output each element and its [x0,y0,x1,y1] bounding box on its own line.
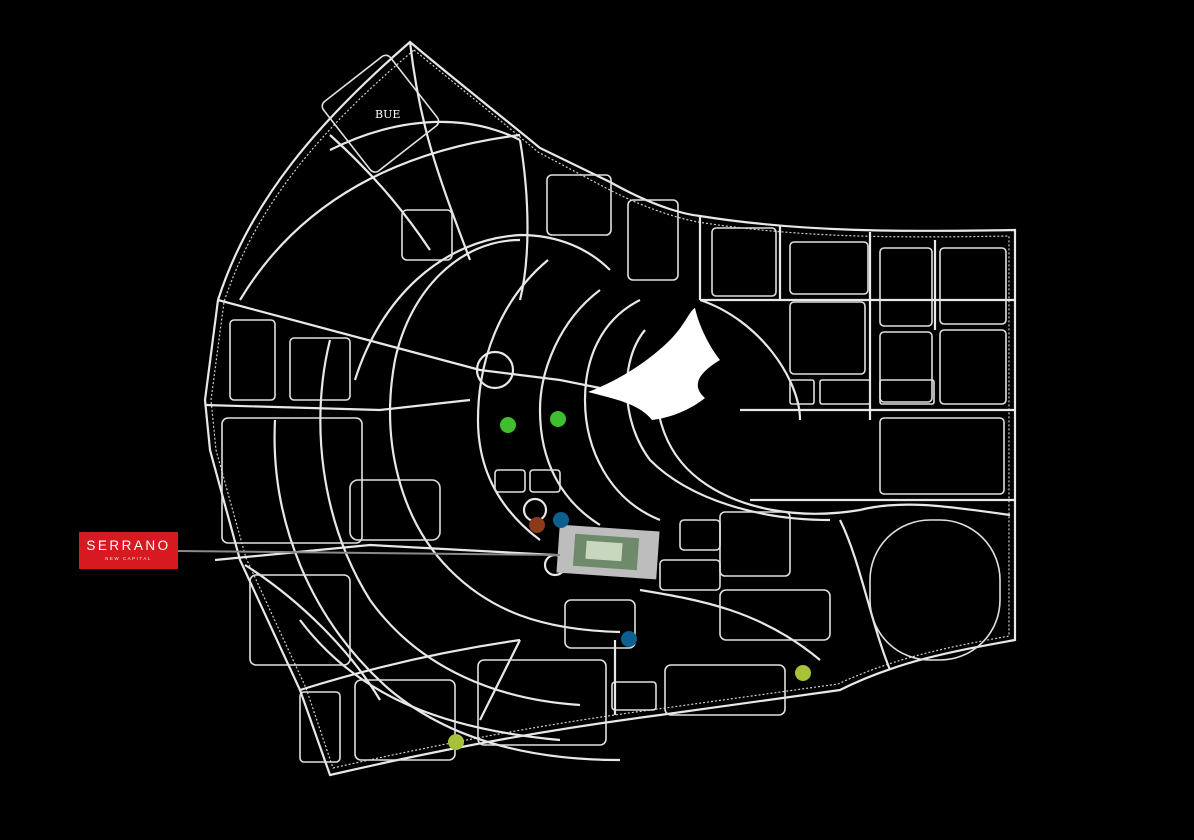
district-boundary [203,40,1017,777]
serrano-brand-label[interactable]: SERRANO NEW CAPITAL [79,532,178,569]
brown-poi-marker[interactable] [529,517,545,533]
plot-blocks [221,54,1007,763]
blue-poi-marker[interactable] [621,631,637,647]
brand-name: SERRANO [86,538,171,553]
central-landmark [588,308,720,420]
blue-poi-marker[interactable] [553,512,569,528]
green-poi-marker[interactable] [550,411,566,427]
brand-subtitle: NEW CAPITAL [105,556,152,561]
radial-roads [204,41,1015,721]
bue-label: BUE [375,108,400,121]
poi-markers [448,411,811,750]
serrano-project-plot [556,524,660,580]
green-poi-marker[interactable] [500,417,516,433]
yellow-poi-marker[interactable] [448,734,464,750]
yellow-poi-marker[interactable] [795,665,811,681]
serrano-leader-line [177,550,561,556]
